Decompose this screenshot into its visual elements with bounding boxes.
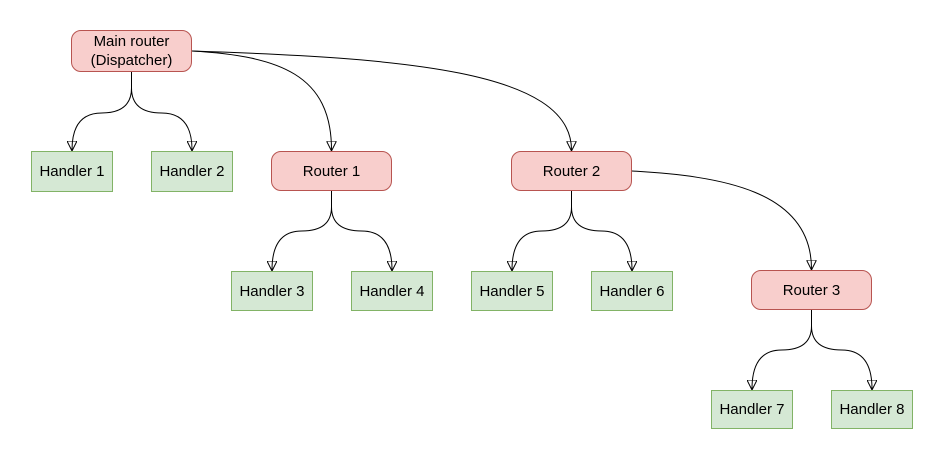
- node-handler-7: Handler 7: [711, 390, 793, 429]
- edge-router2-to-router3: [631, 170, 812, 269]
- edge-router1-to-handler3: [272, 191, 332, 270]
- node-handler-3: Handler 3: [231, 271, 313, 311]
- node-handler-4: Handler 4: [351, 271, 433, 311]
- edge-router2-to-handler6: [571, 191, 633, 270]
- node-handler-1: Handler 1: [31, 151, 113, 192]
- node-handler-8: Handler 8: [831, 390, 913, 429]
- edge-router2-to-handler5: [512, 191, 572, 270]
- node-router-2: Router 2: [511, 151, 632, 191]
- edge-main-to-router2: [191, 50, 572, 150]
- node-router-1: Router 1: [271, 151, 392, 191]
- node-handler-6: Handler 6: [591, 271, 673, 311]
- node-handler-2: Handler 2: [151, 151, 233, 192]
- edge-router1-to-handler4: [331, 191, 393, 270]
- edge-main-to-handler2: [131, 72, 193, 150]
- node-router-3: Router 3: [751, 270, 872, 310]
- node-main-router-dispatcher: Main router (Dispatcher): [71, 30, 192, 72]
- node-handler-5: Handler 5: [471, 271, 553, 311]
- edge-router3-to-handler7: [752, 310, 812, 389]
- edge-main-to-router1: [191, 50, 332, 150]
- edge-main-to-handler1: [72, 72, 132, 150]
- edge-router3-to-handler8: [811, 310, 873, 389]
